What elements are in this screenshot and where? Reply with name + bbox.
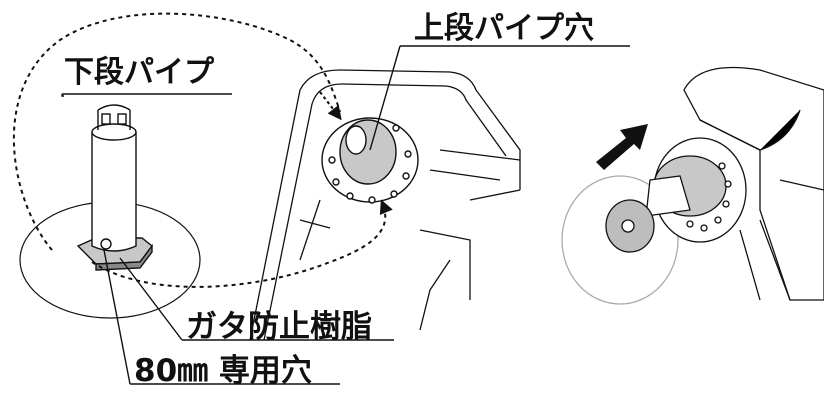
label-lower-pipe: 下段パイプ bbox=[64, 55, 214, 90]
upper-pipe-flange bbox=[321, 117, 419, 204]
lower-pipe-drawing bbox=[76, 104, 153, 271]
arrow-up-right-icon bbox=[596, 124, 648, 170]
label-anti-rattle-resin: ガタ防止樹脂 bbox=[186, 309, 372, 345]
label-upper-pipe-hole: 上段パイプ穴 bbox=[414, 11, 594, 46]
insertion-drawing bbox=[561, 66, 824, 305]
frame-drawing bbox=[249, 69, 521, 341]
dashed-guide-line bbox=[12, 12, 385, 288]
label-80mm-hole: 80㎜ 専用穴 bbox=[134, 353, 312, 389]
leader-lines bbox=[61, 45, 630, 385]
